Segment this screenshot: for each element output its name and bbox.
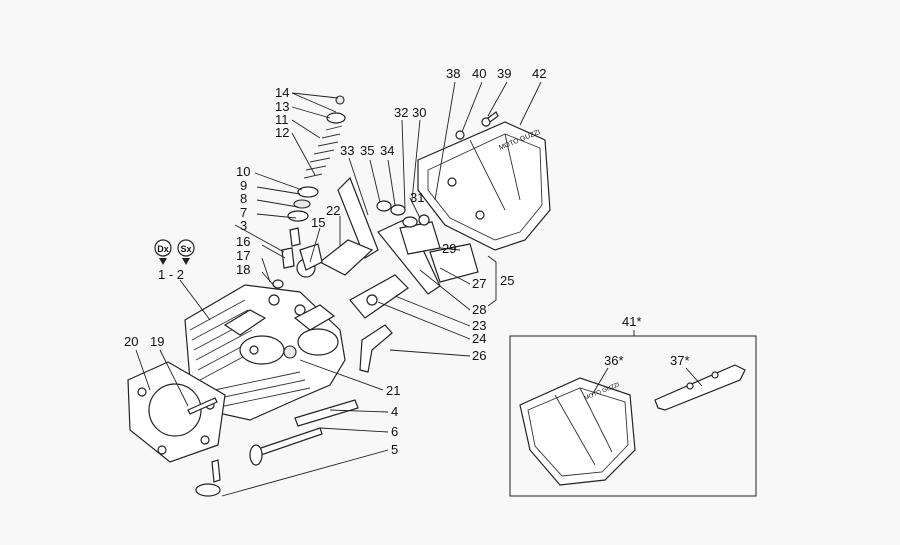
valve-guide-pipe — [294, 399, 359, 427]
part-labels: 1 - 2 20 19 3 16 17 18 7 8 9 10 12 11 13… — [124, 66, 690, 457]
badge-left-text: Sx — [180, 244, 191, 254]
label-24: 24 — [472, 331, 486, 346]
label-16: 16 — [236, 234, 250, 249]
label-30: 30 — [412, 105, 426, 120]
label-39: 39 — [497, 66, 511, 81]
label-41: 41* — [622, 314, 642, 329]
inset-gasket-strip — [654, 364, 746, 411]
label-15: 15 — [311, 215, 325, 230]
label-1-2: 1 - 2 — [158, 267, 184, 282]
label-10: 10 — [236, 164, 250, 179]
label-32: 32 — [394, 105, 408, 120]
badge-left: Sx — [177, 239, 195, 265]
label-31: 31 — [410, 190, 424, 205]
label-38: 38 — [446, 66, 460, 81]
label-28: 28 — [472, 302, 486, 317]
label-34: 34 — [380, 143, 394, 158]
label-22: 22 — [326, 203, 340, 218]
label-42: 42 — [532, 66, 546, 81]
label-25: 25 — [500, 273, 514, 288]
label-23: 23 — [472, 318, 486, 333]
head-gasket — [127, 361, 226, 463]
cover-screws — [455, 111, 499, 140]
label-37: 37* — [670, 353, 690, 368]
inset-frame — [509, 335, 757, 497]
label-36: 36* — [604, 353, 624, 368]
label-17: 17 — [236, 248, 250, 263]
label-11: 11 — [275, 112, 289, 127]
cylinder-head — [184, 284, 346, 421]
label-4: 4 — [391, 404, 398, 419]
rocker-assembly — [299, 176, 479, 373]
label-35: 35 — [360, 143, 374, 158]
badge-right-text: Dx — [157, 244, 169, 254]
label-6: 6 — [391, 424, 398, 439]
label-8: 8 — [240, 191, 247, 206]
label-27: 27 — [472, 276, 486, 291]
label-33: 33 — [340, 143, 354, 158]
label-29: 29 — [442, 241, 456, 256]
valve-cover: MOTO GUZZI — [417, 121, 551, 251]
stud-bolt — [187, 397, 218, 415]
valve-intake — [249, 427, 323, 466]
inset-cover: MOTO GUZZI — [519, 377, 636, 486]
label-13: 13 — [275, 99, 289, 114]
label-14: 14 — [275, 85, 289, 100]
label-40: 40 — [472, 66, 486, 81]
label-5: 5 — [391, 442, 398, 457]
label-12: 12 — [275, 125, 289, 140]
label-19: 19 — [150, 334, 164, 349]
valve-exhaust — [195, 459, 221, 497]
label-3: 3 — [240, 218, 247, 233]
label-21: 21 — [386, 383, 400, 398]
label-26: 26 — [472, 348, 486, 363]
label-7: 7 — [240, 205, 247, 220]
leader-lines — [135, 81, 703, 497]
label-18: 18 — [236, 262, 250, 277]
badge-right: Dx — [154, 239, 172, 265]
label-9: 9 — [240, 178, 247, 193]
label-20: 20 — [124, 334, 138, 349]
